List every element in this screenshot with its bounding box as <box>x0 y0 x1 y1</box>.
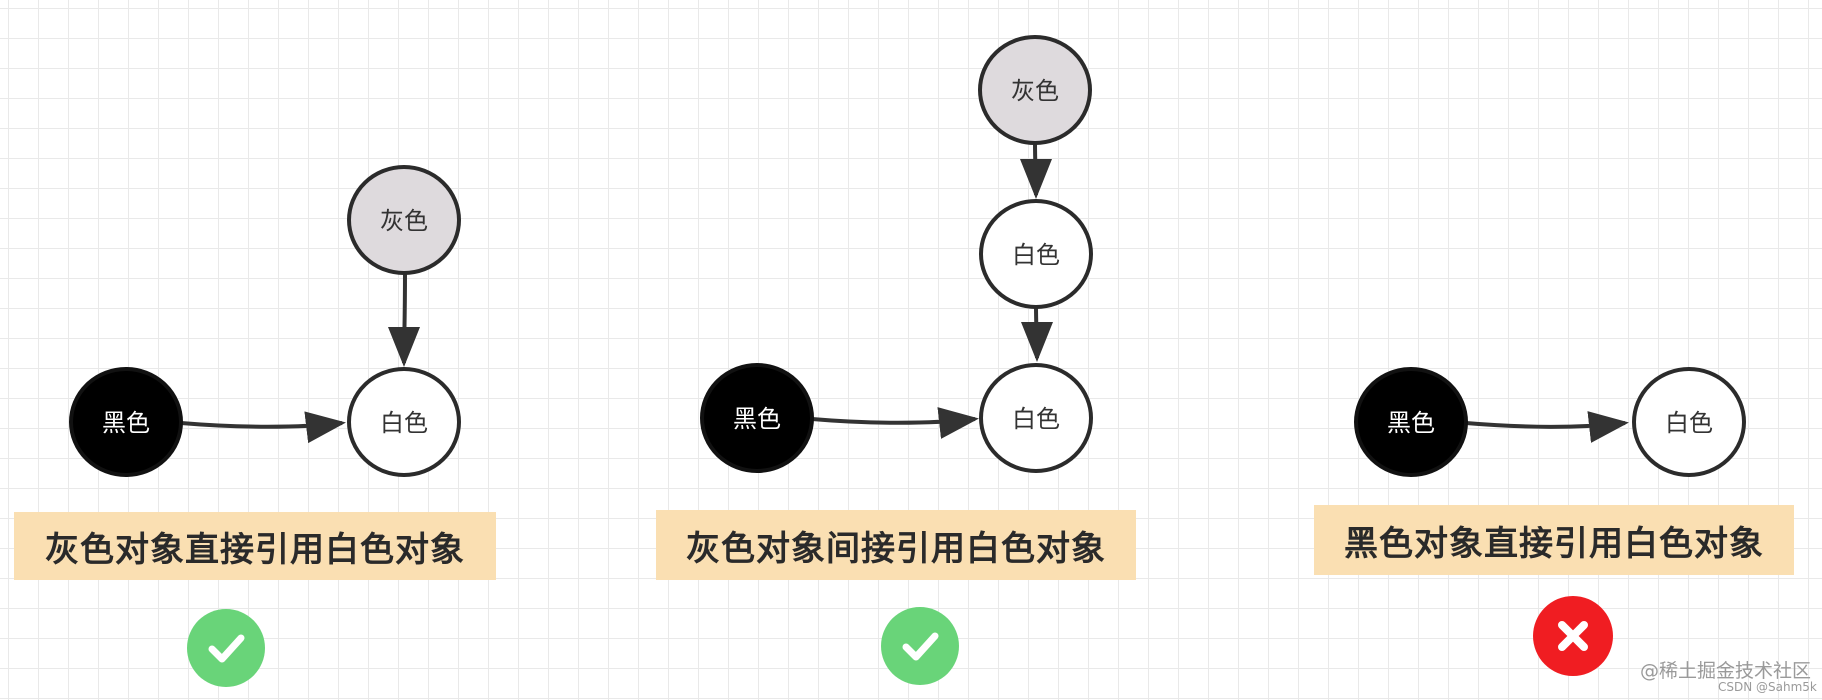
caption-gray-indirect: 灰色对象间接引用白色对象 <box>656 510 1136 580</box>
svg-text:黑色: 黑色 <box>102 409 150 437</box>
node-black: 黑色 <box>1354 367 1468 477</box>
node-black: 黑色 <box>69 367 183 477</box>
svg-text:白色: 白色 <box>1012 241 1060 269</box>
edge-gray-to-white <box>1019 141 1052 199</box>
node-gray: 灰色 <box>347 165 461 275</box>
node-black: 黑色 <box>700 363 814 473</box>
node-white: 白色 <box>979 363 1093 473</box>
svg-text:白色: 白色 <box>1012 405 1060 433</box>
node-white: 白色 <box>347 367 461 477</box>
node-white: 白色 <box>1632 367 1746 477</box>
watermark-csdn: CSDN @Sahm5k <box>1718 680 1817 694</box>
check-icon <box>881 607 959 685</box>
edge-black-to-white <box>1465 411 1629 443</box>
caption-gray-direct: 灰色对象直接引用白色对象 <box>14 512 496 580</box>
caption-black-direct: 黑色对象直接引用白色对象 <box>1314 505 1794 575</box>
edge-gray-to-white <box>388 271 421 367</box>
svg-text:灰色: 灰色 <box>380 207 428 235</box>
watermark-juejin: @稀土掘金技术社区 <box>1640 660 1812 682</box>
svg-text:黑色: 黑色 <box>1387 409 1435 437</box>
check-icon <box>187 609 265 687</box>
svg-text:白色: 白色 <box>1665 409 1713 437</box>
cross-icon <box>1533 596 1613 676</box>
edge-black-to-white <box>811 407 979 439</box>
node-gray: 灰色 <box>978 35 1092 145</box>
svg-text:白色: 白色 <box>380 409 428 437</box>
svg-text:灰色: 灰色 <box>1011 77 1059 105</box>
svg-text:黑色: 黑色 <box>733 405 781 433</box>
edge-black-to-white <box>180 411 346 444</box>
edge-white-to-white <box>1020 305 1053 362</box>
node-white: 白色 <box>979 199 1093 309</box>
